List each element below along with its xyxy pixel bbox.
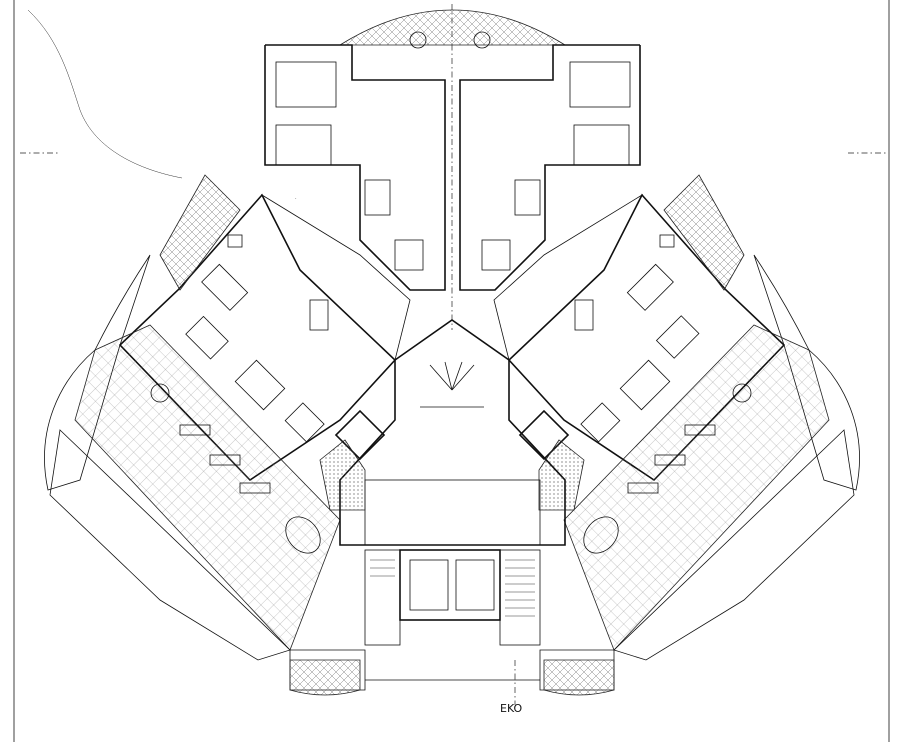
upper-right-apartment — [459, 44, 641, 291]
axis-label: EKO — [500, 702, 523, 715]
entrance-arrows — [420, 361, 484, 408]
right-stone-paving — [538, 439, 585, 511]
terrace-furniture — [409, 31, 491, 49]
left-terrace-table — [150, 383, 170, 403]
left-lower-deck — [49, 429, 291, 661]
axis-lines — [20, 4, 888, 705]
right-corner-balcony — [663, 174, 745, 291]
left-wing-apartment — [118, 193, 411, 482]
sheet-border — [13, 0, 890, 742]
right-entry-pod — [543, 659, 615, 696]
central-lobby — [339, 319, 566, 546]
left-entry-pod — [289, 659, 361, 696]
left-stone-paving — [319, 439, 366, 511]
right-oval-planter — [583, 516, 619, 554]
right-wing-apartment — [493, 193, 786, 482]
sun-loungers — [179, 424, 716, 494]
left-oval-planter — [285, 516, 321, 554]
left-corner-balcony — [159, 174, 241, 291]
room-labels: · — [295, 196, 297, 202]
stairs — [364, 549, 541, 646]
svg-text:·: · — [295, 196, 297, 202]
terrain-contour — [27, 9, 183, 179]
left-tiled-terrace — [74, 324, 341, 651]
left-curved-terrace — [44, 254, 151, 491]
upper-left-apartment — [264, 44, 446, 291]
right-tiled-terrace — [563, 324, 830, 651]
right-curved-terrace — [753, 254, 860, 491]
top-round-terrace — [338, 9, 567, 46]
right-terrace-table — [732, 383, 752, 403]
lift-core — [399, 549, 501, 621]
right-lower-deck — [613, 429, 855, 661]
